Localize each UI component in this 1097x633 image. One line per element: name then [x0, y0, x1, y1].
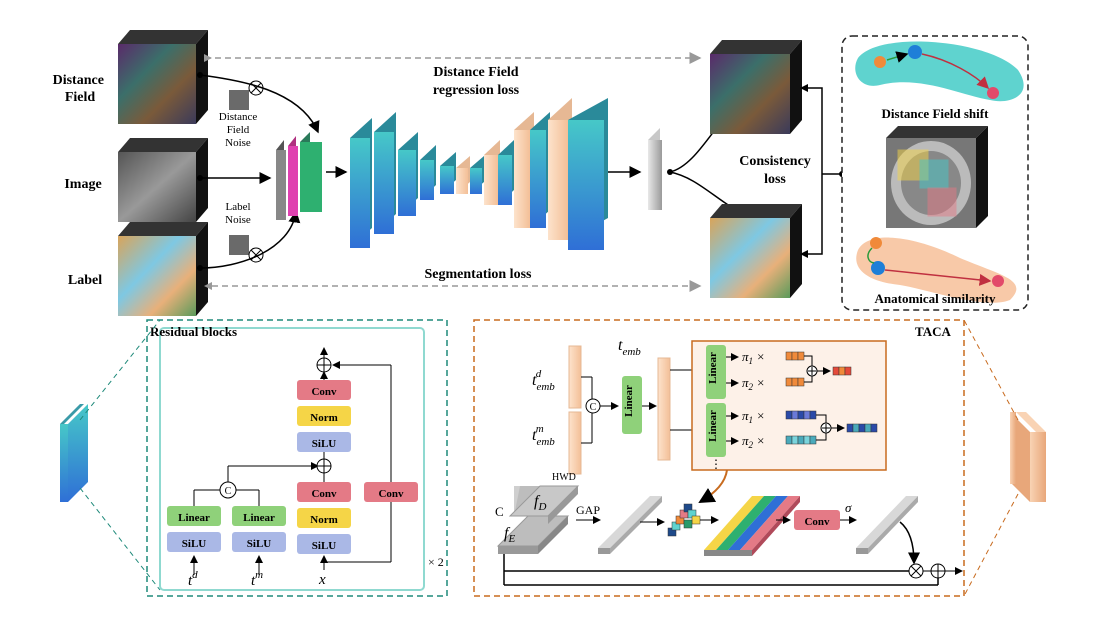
taca-dots: ⋮ — [710, 457, 722, 471]
taca-linear-main: Linear — [623, 385, 635, 417]
taca-temb-d: tembd — [532, 368, 555, 393]
taca-conv: Conv — [804, 516, 830, 528]
taca-sigma: σ — [845, 500, 852, 515]
gate-vector-m-2 — [785, 435, 817, 445]
anatomical-similarity-label: Anatomical similarity — [875, 291, 996, 306]
taca-concat: C — [590, 402, 597, 413]
res-concat: C — [225, 486, 232, 497]
taca-pi1-b: π1 × — [742, 408, 765, 425]
res-repeat: × 2 — [428, 555, 444, 569]
residual-title: Residual blocks — [150, 324, 237, 339]
anatomy-panel: Distance Field shift Anatomical similari… — [841, 35, 1029, 311]
gap-vector — [598, 496, 662, 554]
taca-pi1-a: π1 × — [742, 349, 765, 366]
df-label-line1: Distance — [53, 73, 104, 88]
res-silu-3: SiLU — [312, 540, 337, 552]
res-linear-1: Linear — [178, 512, 210, 524]
output-seg-cube — [710, 204, 802, 298]
taca-title: TACA — [915, 324, 951, 339]
res-norm-1: Norm — [310, 514, 338, 526]
gate-vector-df-out — [832, 366, 852, 376]
gate-vector-df-1 — [785, 351, 805, 361]
label-noise-patch — [229, 235, 249, 255]
taca-pi2-a: π2 × — [742, 375, 765, 392]
distance-field-label: Distance Field — [53, 73, 108, 105]
df-noise-patch — [229, 90, 249, 110]
label-label: Label — [68, 273, 102, 288]
gate-vector-m-out — [846, 423, 878, 433]
residual-panel: Residual blocks Linear SiLU td Linear Si… — [60, 319, 448, 597]
image-cube — [118, 138, 208, 222]
res-silu-2: SiLU — [247, 538, 272, 550]
rainbow-feature — [704, 496, 800, 556]
gate-vector-m-1 — [785, 410, 817, 420]
taca-hwd: HWD — [552, 472, 576, 483]
res-silu-4: SiLU — [312, 438, 337, 450]
unet-encoder — [350, 112, 456, 248]
label-cube — [118, 222, 208, 316]
res-td: td — [188, 569, 198, 589]
unet-decoder — [456, 98, 608, 250]
gate-output — [856, 496, 918, 554]
output-df-cube — [710, 40, 802, 134]
df-shift-label: Distance Field shift — [882, 106, 990, 121]
df-label-line2: Field — [65, 90, 96, 105]
res-conv-1: Conv — [311, 488, 337, 500]
res-x: x — [318, 572, 326, 588]
taca-linear-1: Linear — [707, 352, 719, 384]
taca-temb-m: tembm — [532, 423, 555, 448]
output-feature-block — [648, 128, 662, 210]
taca-linear-2: Linear — [707, 410, 719, 442]
distance-field-cube — [118, 30, 208, 124]
taca-fe: fE — [504, 525, 515, 545]
res-conv-skip: Conv — [378, 488, 404, 500]
res-norm-2: Norm — [310, 412, 338, 424]
gate-vector-df-2 — [785, 377, 805, 387]
input-concat-stack — [276, 132, 322, 220]
taca-gap: GAP — [576, 503, 600, 517]
taca-pi2-b: π2 × — [742, 433, 765, 450]
taca-panel: TACA tembd tembm C Linear temb Linear Li… — [473, 319, 1046, 597]
res-linear-2: Linear — [243, 512, 275, 524]
res-conv-2: Conv — [311, 386, 337, 398]
image-label: Image — [64, 177, 101, 192]
segmentation-loss-label: Segmentation loss — [425, 267, 533, 282]
taca-c: C — [495, 504, 504, 519]
res-silu-1: SiLU — [182, 538, 207, 550]
taca-temb: temb — [618, 337, 641, 358]
attention-vector — [667, 503, 701, 537]
